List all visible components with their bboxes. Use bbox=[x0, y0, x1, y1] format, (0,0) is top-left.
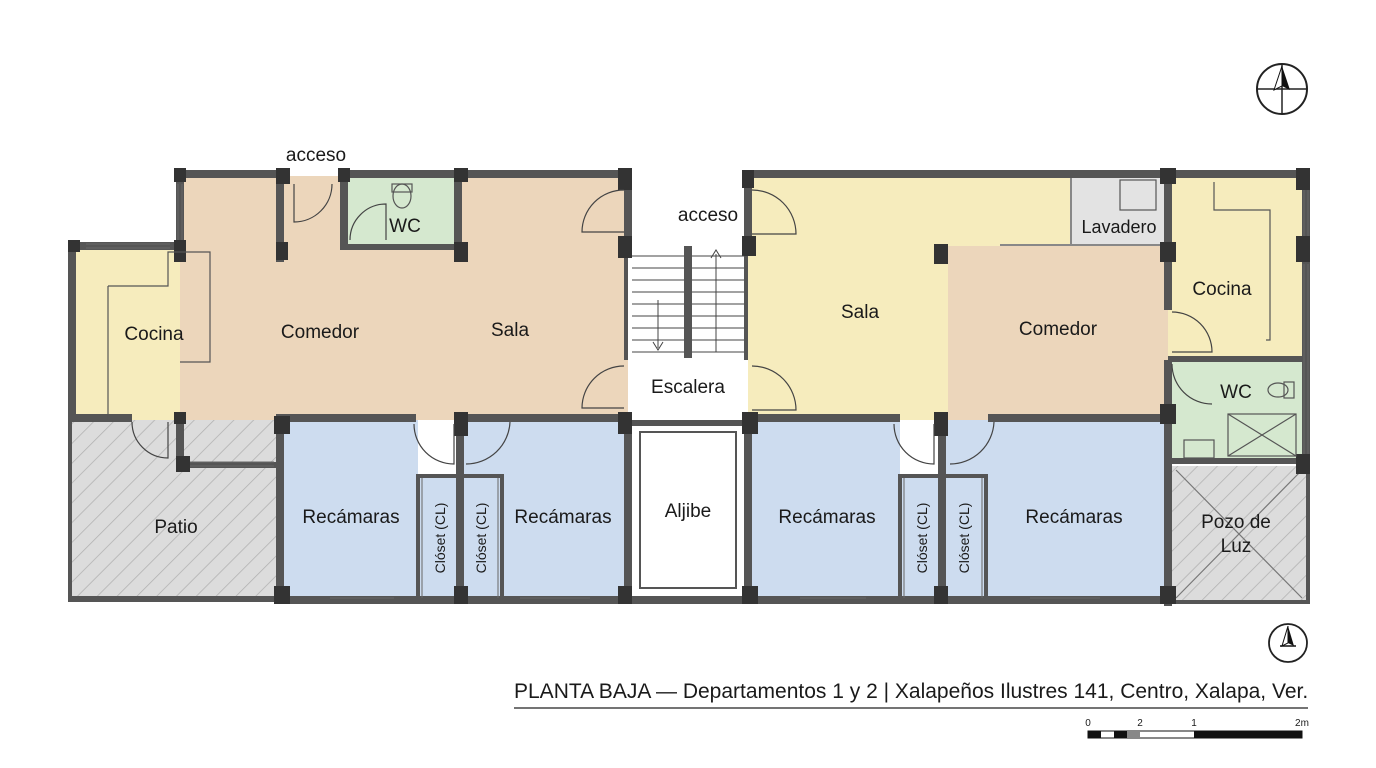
recamaras-1-label: Recámaras bbox=[302, 507, 399, 528]
scale-tick-1: 2 bbox=[1137, 718, 1143, 729]
north-arrow-icon bbox=[1256, 63, 1308, 115]
cocina-left-label: Cocina bbox=[124, 324, 184, 345]
closet-2-label: Clóset (CL) bbox=[473, 503, 489, 574]
recamaras-2-label: Recámaras bbox=[514, 507, 611, 528]
sala-right-area bbox=[748, 176, 948, 420]
comedor-right-area bbox=[948, 246, 1168, 420]
sala-right-label: Sala bbox=[841, 302, 879, 323]
sala-right-upper bbox=[948, 176, 1072, 246]
pozo-cross bbox=[1175, 469, 1303, 599]
recamara-1-area bbox=[282, 420, 418, 600]
scale-bar: 0 2 1 2m bbox=[1085, 718, 1309, 739]
recamara-2-area bbox=[460, 420, 628, 600]
aljibe-box bbox=[639, 431, 737, 589]
stair-arrow-down-icon bbox=[652, 341, 664, 351]
windows bbox=[86, 184, 1309, 599]
scale-tick-3: 2m bbox=[1295, 718, 1309, 729]
columns bbox=[68, 168, 1310, 604]
scale-tick-2: 1 bbox=[1191, 718, 1197, 729]
closet-4-label: Clóset (CL) bbox=[956, 503, 972, 574]
sala-left-label: Sala bbox=[491, 320, 529, 341]
door-swings bbox=[131, 183, 1213, 465]
cocina-left-area bbox=[76, 248, 180, 420]
recamara-4-area bbox=[942, 420, 1170, 600]
lavadero-label: Lavadero bbox=[1081, 217, 1156, 237]
recamaras-4-label: Recámaras bbox=[1025, 507, 1122, 528]
fixtures bbox=[107, 179, 1297, 459]
recamara-3-area bbox=[750, 420, 900, 600]
stair-arrow-up-icon bbox=[710, 249, 722, 259]
plan-title: PLANTA BAJA — Departamentos 1 y 2 | Xala… bbox=[514, 680, 1308, 703]
wc-right-area bbox=[1168, 360, 1302, 462]
patio-area bbox=[70, 420, 280, 602]
comedor-right-label: Comedor bbox=[1019, 319, 1098, 340]
north-arrow-small-icon bbox=[1268, 623, 1308, 663]
closet-1-area bbox=[418, 478, 460, 600]
wc-left-area bbox=[344, 176, 458, 248]
escalera-label: Escalera bbox=[651, 377, 725, 398]
stair-treads bbox=[632, 254, 744, 353]
scale-tick-0: 0 bbox=[1085, 718, 1091, 729]
recamaras-3-label: Recámaras bbox=[778, 507, 875, 528]
closet-3-area bbox=[900, 478, 942, 600]
cocina-right-area bbox=[1168, 176, 1302, 360]
wc-right-label: WC bbox=[1220, 382, 1252, 403]
acceso-left-label: acceso bbox=[286, 145, 346, 166]
lavadero-area bbox=[1072, 178, 1170, 246]
wc-left-label: WC bbox=[389, 216, 421, 237]
cocina-right-label: Cocina bbox=[1192, 279, 1252, 300]
comedor-left-label: Comedor bbox=[281, 322, 360, 343]
pozo-label-line2: Luz bbox=[1221, 536, 1252, 557]
closet-1-label: Clóset (CL) bbox=[432, 503, 448, 574]
room-labels: acceso acceso WC Cocina Comedor Sala Esc… bbox=[124, 145, 1270, 573]
walls bbox=[68, 170, 1310, 606]
closet-3-label: Clóset (CL) bbox=[914, 503, 930, 574]
acceso-center-label: acceso bbox=[678, 205, 738, 226]
patio-label: Patio bbox=[154, 517, 197, 538]
room-fills bbox=[70, 176, 1306, 602]
aljibe-label: Aljibe bbox=[665, 501, 711, 522]
pozo-label-line1: Pozo de bbox=[1201, 512, 1271, 533]
